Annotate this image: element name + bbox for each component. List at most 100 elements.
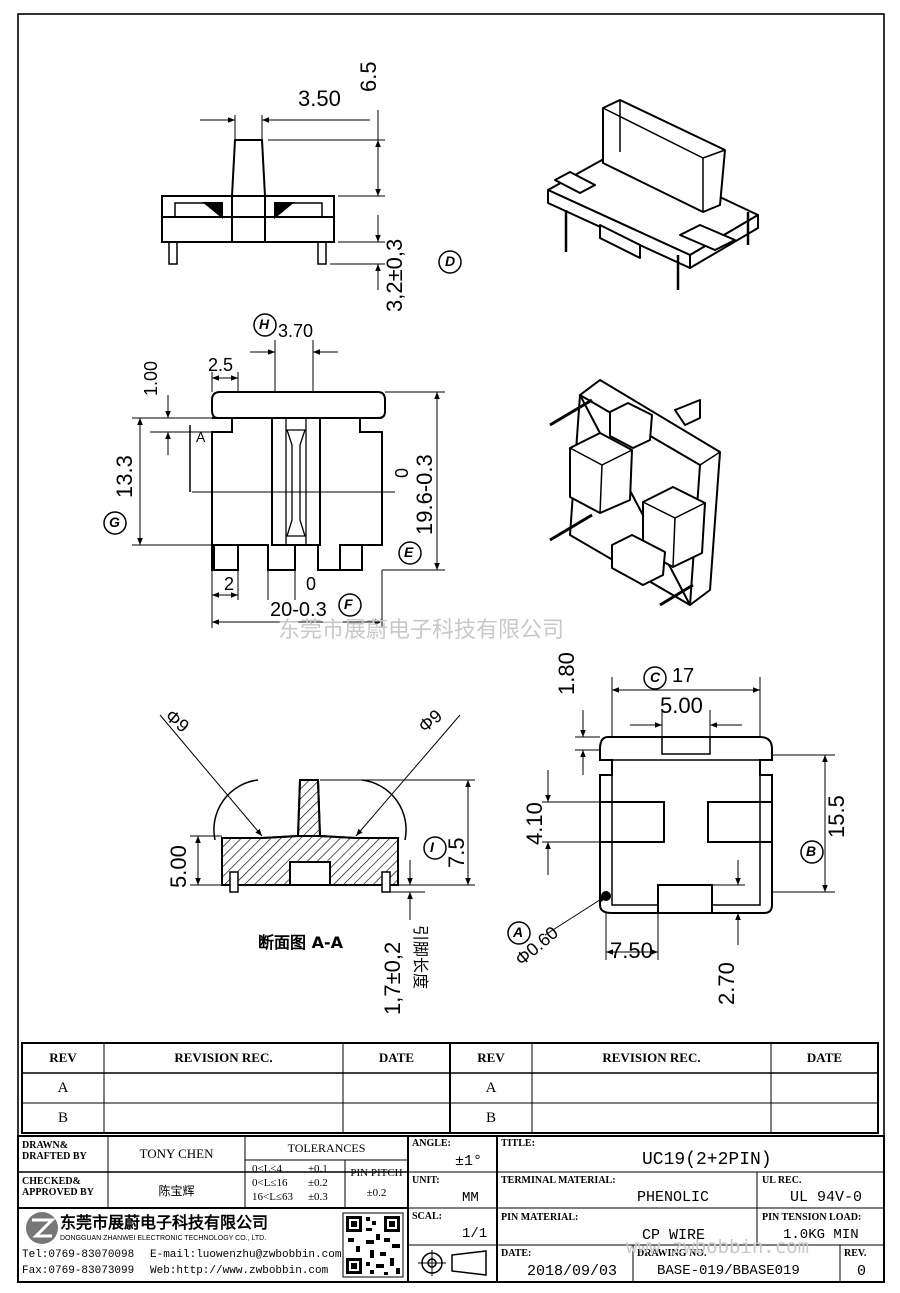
dim-bot-height: 15.5 (824, 795, 849, 838)
dim-top-tab: 2.5 (208, 355, 234, 375)
company-tel: Tel:0769-83070098 (22, 1249, 135, 1261)
datum-c: C (650, 669, 661, 685)
dim-top-height: 19.6-0.3 (412, 454, 437, 535)
watermark-text: 东莞市展蔚电子科技有限公司 (278, 618, 565, 643)
pin-pitch-value: ±0.2 (366, 1187, 387, 1199)
drawing-no-label: DRAWING NO. (637, 1248, 707, 1259)
tol-value-1: ±0.1 (308, 1163, 328, 1175)
pin-tension-label: PIN TENSION LOAD: (762, 1212, 862, 1223)
rev-header-rec-left: REVISION REC. (174, 1050, 273, 1065)
datum-d: D (445, 253, 456, 269)
rev-row-b-left: B (57, 1109, 68, 1126)
dim-bot-pitch: 7.50 (610, 938, 653, 963)
datum-circles (103, 250, 824, 945)
dim-top-width: 20-0.3 (270, 599, 327, 621)
terminal-material-value: PHENOLIC (637, 1189, 710, 1206)
dim-sec-pin: 1,7±0,2 (380, 941, 405, 1015)
projection-symbol-icon (418, 1250, 487, 1276)
datum-f: F (344, 596, 353, 612)
terminal-material-label: TERMINAL MATERIAL: (501, 1175, 616, 1186)
drawn-label: DRAWN& DRAFTED BY (22, 1140, 87, 1162)
title-value: UC19(2+2PIN) (642, 1150, 772, 1170)
dim-sec-height: 5.00 (166, 845, 191, 888)
dim-top-bottom-tab: 2 (224, 574, 235, 594)
ul-label: UL REC. (762, 1175, 802, 1186)
rev-header-rev-right: REV (477, 1050, 505, 1065)
pin-pitch-label: PIN PITCH (350, 1167, 403, 1179)
dim-top-slot: 3.70 (278, 321, 314, 341)
company-name-en: DONGGUAN ZHANWEI ELECTRONIC TECHNOLOGY C… (60, 1235, 267, 1242)
checked-value: 陈宝辉 (158, 1183, 195, 1198)
tol-value-2: ±0.2 (308, 1177, 328, 1189)
dim-bot-gap: 4.10 (522, 802, 547, 845)
drawn-value: TONY CHEN (139, 1146, 214, 1161)
rev-value: 0 (857, 1263, 867, 1280)
pin-tension-value: 1.0KG MIN (783, 1227, 859, 1243)
watermark-url: www.zwbobbin.com (626, 1236, 810, 1258)
rev-label: REV. (844, 1248, 867, 1259)
datum-h: H (259, 316, 270, 332)
qr-code-icon (342, 1212, 404, 1278)
side-view (161, 110, 385, 290)
rev-header-rec-right: REVISION REC. (602, 1050, 701, 1065)
dim-top-bottom-zero: 0 (306, 574, 317, 594)
tol-range-3: 16<L≤63 (252, 1191, 293, 1203)
dim-bot-slot: 5.00 (660, 693, 703, 718)
datum-b: B (806, 843, 817, 859)
datum-a: A (513, 924, 524, 940)
datum-i: I (430, 839, 434, 855)
dim-sec-total: 7.5 (444, 837, 469, 868)
tol-range-1: 0<L≤4 (252, 1163, 282, 1175)
date-value: 2018/09/03 (527, 1263, 618, 1280)
dim-top-window: 13.3 (112, 455, 137, 498)
company-fax: Fax:0769-83073099 (22, 1265, 135, 1277)
dim-side-pin: 3,2±0,3 (382, 238, 407, 312)
company-logo-icon (26, 1212, 58, 1244)
dim-side-height: 6.5 (356, 61, 381, 92)
tol-value-3: ±0.3 (308, 1191, 328, 1203)
title-label: TITLE: (501, 1138, 535, 1149)
sec-pin-note: 引脚长度 (411, 925, 430, 990)
dim-side-width: 3.50 (298, 86, 341, 111)
table-lines (17, 1042, 885, 1283)
company-name-cn: 东莞市展蔚电子科技有限公司 (60, 1213, 269, 1232)
top-view (132, 340, 445, 628)
datum-g: G (109, 514, 120, 530)
dim-top-right-zero: 0 (392, 467, 412, 478)
rev-header-rev-left: REV (49, 1050, 77, 1065)
scale-value: 1/1 (462, 1226, 488, 1242)
pin-material-value: CP WIRE (642, 1227, 706, 1244)
company-web: Web:http://www.zwbobbin.com (150, 1265, 329, 1277)
dim-bot-width: 17 (672, 665, 695, 687)
rev-row-b-right: B (485, 1109, 496, 1126)
checked-label: CHECKED& APPROVED BY (22, 1176, 94, 1198)
scale-label: SCAL: (412, 1211, 443, 1222)
unit-value: MM (462, 1190, 479, 1206)
ul-value: UL 94V-0 (790, 1189, 863, 1206)
iso-view-bottom (549, 379, 721, 607)
tolerances-label: TOLERANCES (287, 1140, 366, 1155)
dim-bot-edge: 1.80 (554, 652, 579, 695)
date-label: DATE: (501, 1248, 532, 1259)
dim-top-edge: 1.00 (141, 360, 161, 396)
angle-value: ±1° (455, 1153, 483, 1170)
section-view (159, 714, 475, 920)
unit-label: UNIT: (412, 1175, 440, 1186)
section-marker: A (196, 429, 206, 445)
iso-view-top (547, 99, 759, 290)
section-title: 断面图 A-A (258, 933, 343, 952)
dim-bot-offset: 2.70 (714, 962, 739, 1005)
rev-row-a-right: A (485, 1079, 497, 1096)
company-email: E-mail:luowenzhu@zwbobbin.com (150, 1249, 342, 1261)
pin-material-label: PIN MATERIAL: (501, 1212, 579, 1223)
tol-range-2: 0<L≤16 (252, 1177, 288, 1189)
bottom-view (542, 677, 835, 960)
angle-label: ANGLE: (412, 1138, 451, 1149)
rev-row-a-left: A (57, 1079, 69, 1096)
rev-header-date-left: DATE (378, 1050, 415, 1065)
datum-e: E (404, 544, 414, 560)
rev-header-date-right: DATE (806, 1050, 843, 1065)
drawing-no-value: BASE-019/BBASE019 (657, 1263, 800, 1279)
